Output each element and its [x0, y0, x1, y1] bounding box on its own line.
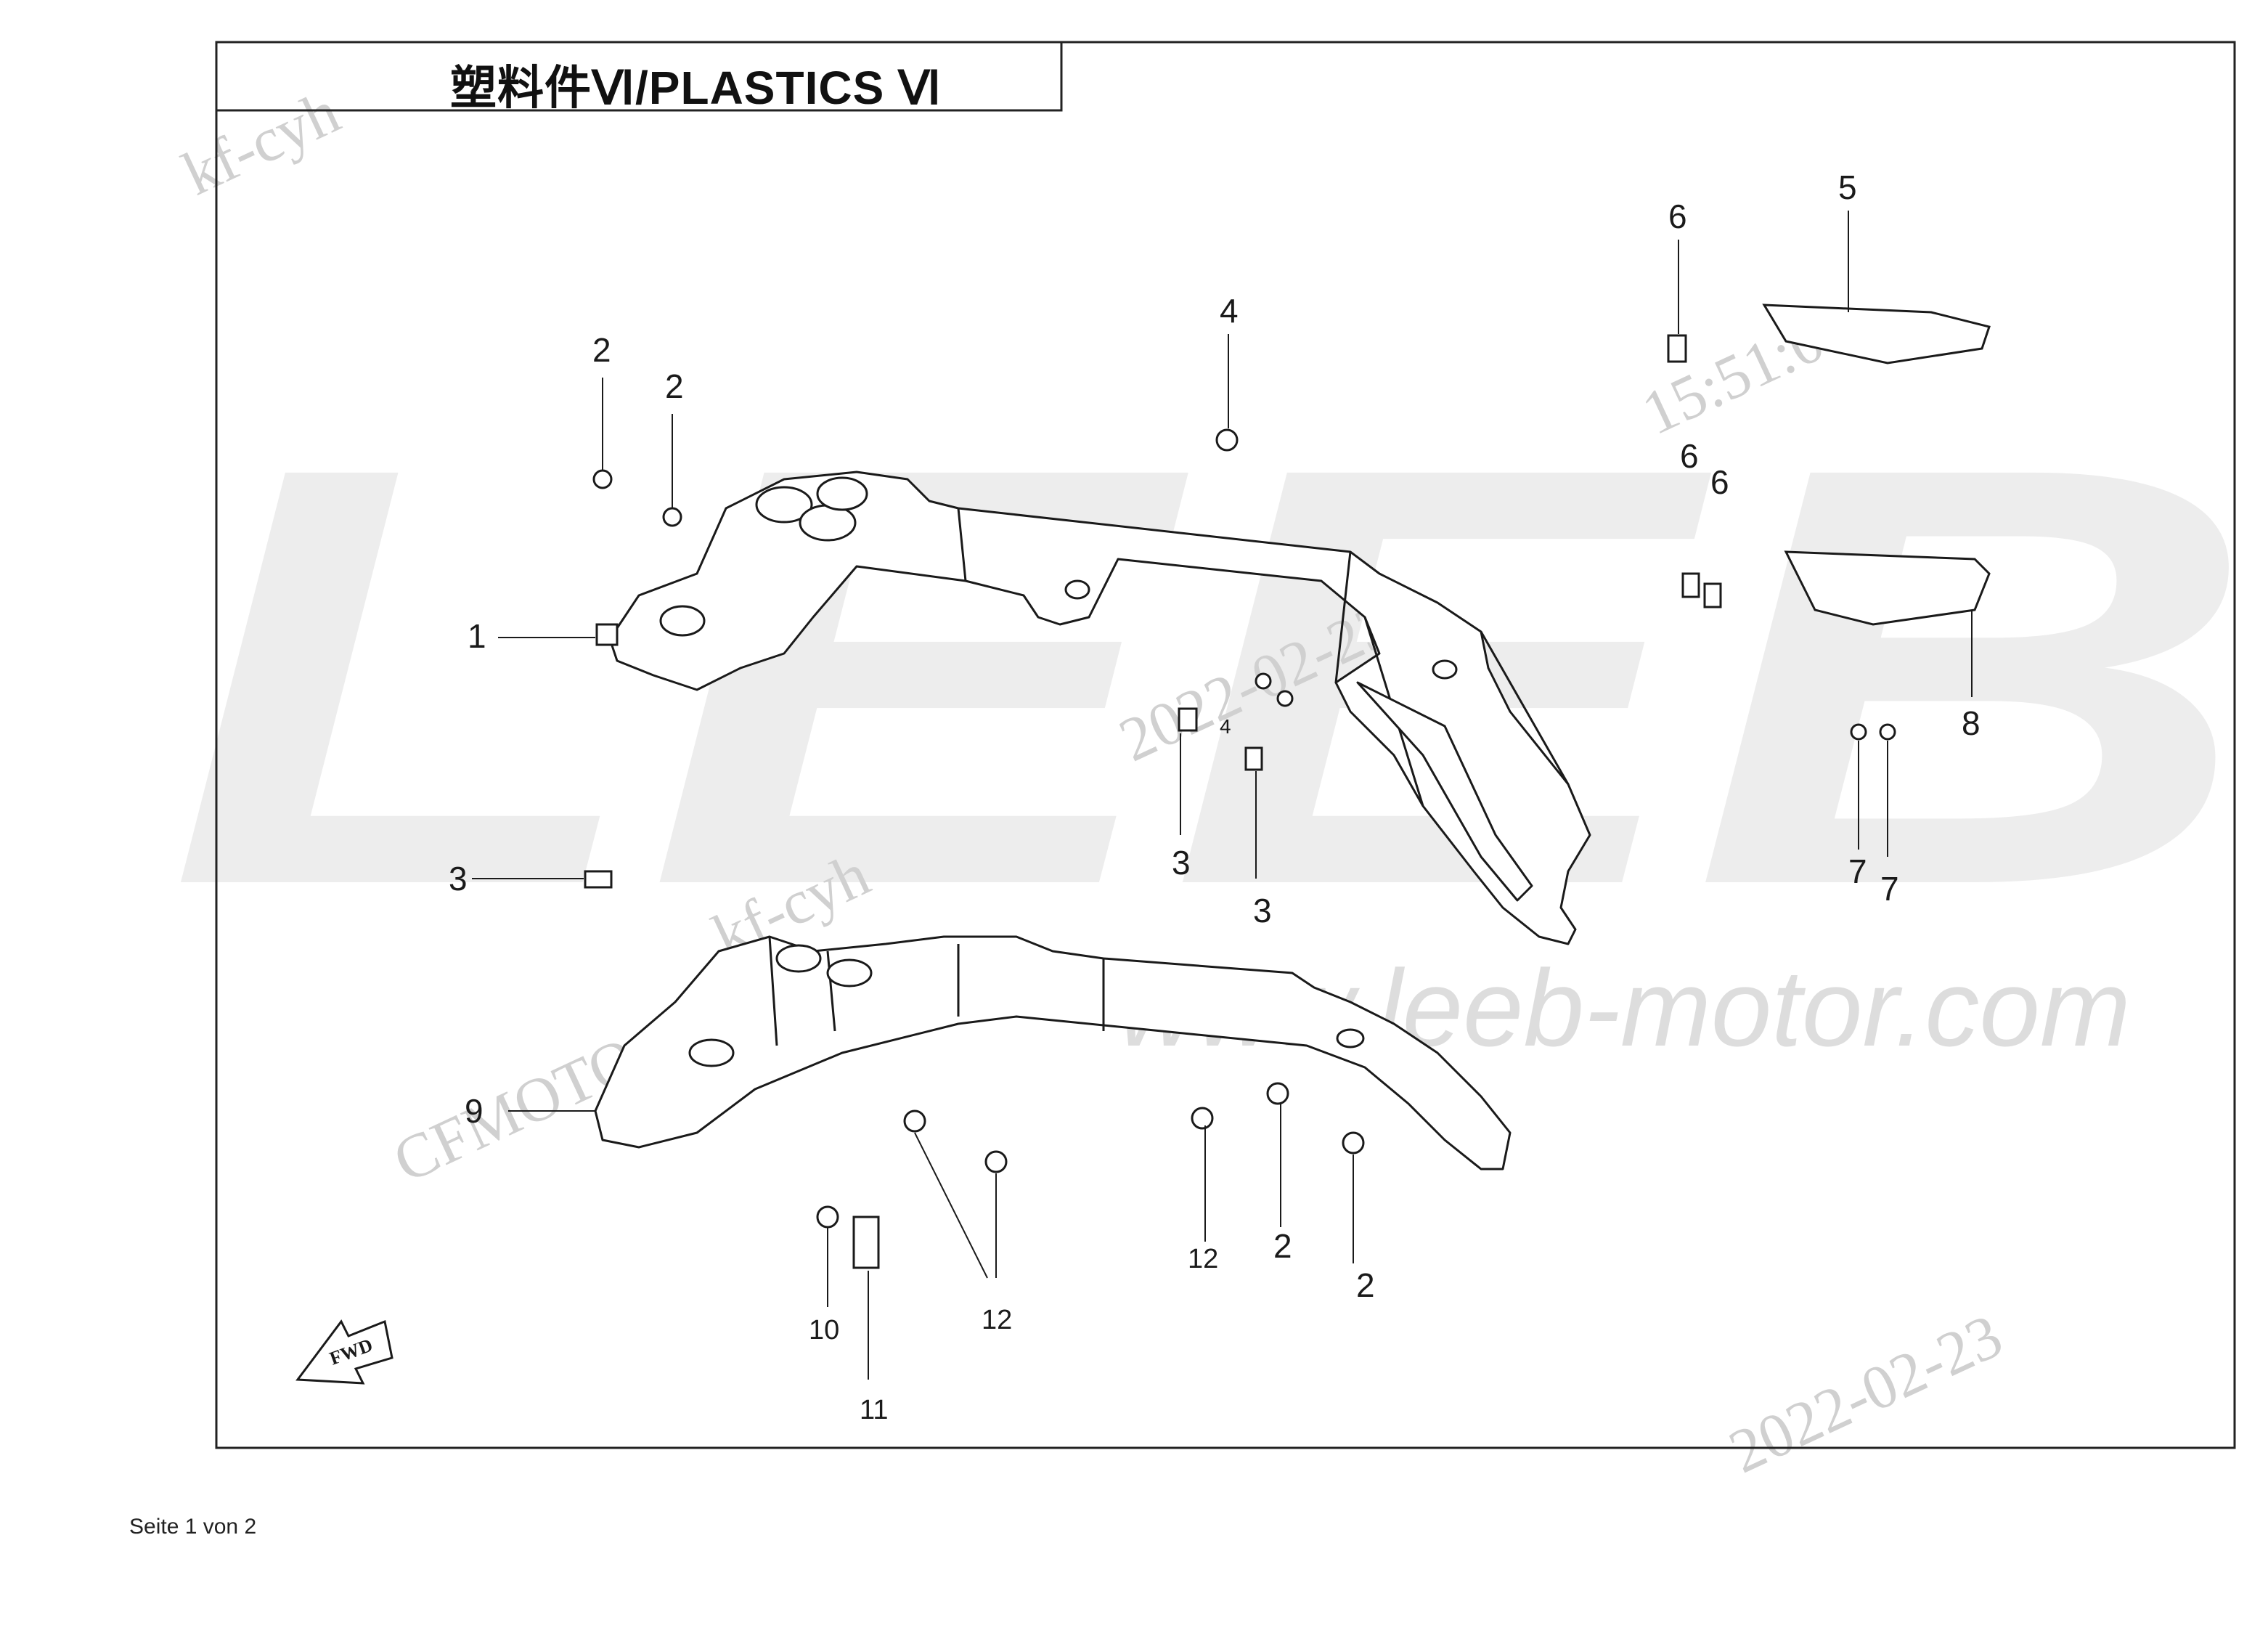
callouts: 1 2 2 2 2 3 3 3 4 4 5 6 6 6 7 7 8 9 10 1…: [449, 168, 1981, 1425]
callout-3a: 3: [449, 860, 468, 897]
callout-6a: 6: [1668, 198, 1687, 235]
callout-11: 11: [860, 1395, 888, 1425]
part-5-cover: [1667, 304, 1991, 365]
callout-6b: 6: [1680, 437, 1699, 475]
watermark-user-1: kf-cyh: [172, 76, 349, 208]
part-lower-fender: [594, 935, 1512, 1170]
part-upper-cowl: [608, 471, 1591, 945]
callout-12b: 12: [1188, 1244, 1218, 1274]
callout-2a: 2: [592, 331, 611, 369]
leader-lines: [472, 211, 1973, 1380]
callout-2d: 2: [1356, 1266, 1375, 1304]
callout-1: 1: [468, 617, 486, 655]
callout-2c: 2: [1273, 1227, 1292, 1265]
callout-5: 5: [1838, 168, 1857, 206]
callout-4b: 4: [1220, 715, 1231, 738]
callout-2b: 2: [665, 367, 684, 405]
callout-7a: 7: [1848, 852, 1867, 890]
page-indicator: Seite 1 von 2: [129, 1515, 257, 1539]
callout-3b: 3: [1172, 844, 1191, 881]
callout-7b: 7: [1880, 870, 1899, 908]
callout-4a: 4: [1220, 292, 1239, 330]
callout-12a: 12: [982, 1305, 1012, 1335]
callout-3c: 3: [1253, 892, 1272, 929]
watermark-date-2: 2022-02-23: [1718, 1300, 2012, 1487]
callout-9: 9: [465, 1092, 484, 1130]
fasteners: [584, 428, 1896, 1269]
title-box: [215, 41, 1063, 112]
callout-6c: 6: [1710, 463, 1729, 501]
callout-10: 10: [809, 1315, 839, 1345]
fwd-arrow-icon: FWD: [295, 1319, 393, 1385]
part-8-cover: [1681, 550, 1991, 626]
diagram-frame: [215, 41, 2236, 1449]
callout-8: 8: [1962, 704, 1981, 742]
watermark-brand: LEEB: [167, 343, 2258, 1009]
diagram-title: 塑料件Ⅵ/PLASTICS Ⅵ: [450, 62, 942, 114]
